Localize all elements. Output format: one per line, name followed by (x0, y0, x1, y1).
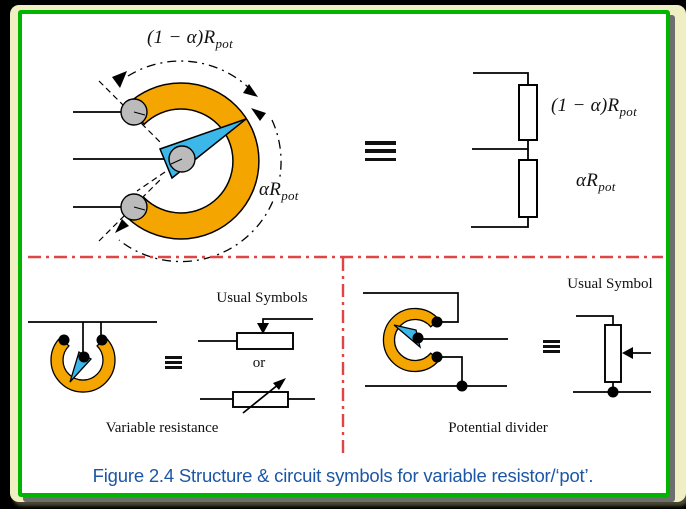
pot-structure-drawing (73, 60, 282, 263)
variable-resistance-caption: Variable resistance (105, 420, 219, 436)
resistor-upper (518, 84, 538, 141)
or-label: or (252, 355, 266, 371)
structure-upper-label: (1 − α)Rpot (147, 27, 233, 51)
resistive-track (124, 82, 260, 240)
circuit-lower-label: αRpot (576, 170, 616, 194)
dimension-arc-lower (118, 119, 282, 263)
equivalent-circuit (471, 72, 538, 228)
pot-symbol-body (604, 324, 622, 383)
figure-caption: Figure 2.4 Structure & circuit symbols f… (92, 465, 594, 486)
potential-divider-drawing (363, 292, 508, 392)
usual-symbol-heading: Usual Symbol (567, 276, 653, 292)
terminals (120, 98, 196, 221)
resistor-symbol-1 (236, 332, 294, 350)
circuit-upper-label: (1 − α)Rpot (551, 95, 637, 119)
dimension-arc-upper (127, 60, 250, 89)
equivalence-icon (543, 340, 560, 353)
track-small-right (382, 307, 441, 373)
rheostat-drawing (28, 321, 157, 393)
potential-divider-caption: Potential divider (448, 420, 548, 436)
resistor-lower (518, 159, 538, 218)
equivalence-icon (165, 356, 182, 369)
potentiometer-symbol (573, 315, 651, 398)
track-small-left (50, 336, 116, 393)
section-dividers (28, 255, 663, 453)
structure-lower-label: αRpot (258, 179, 300, 203)
variable-resistor-symbols (198, 318, 315, 414)
equivalence-icon (365, 141, 396, 162)
dimension-arrowheads (112, 71, 266, 233)
usual-symbols-heading: Usual Symbols (216, 290, 308, 306)
